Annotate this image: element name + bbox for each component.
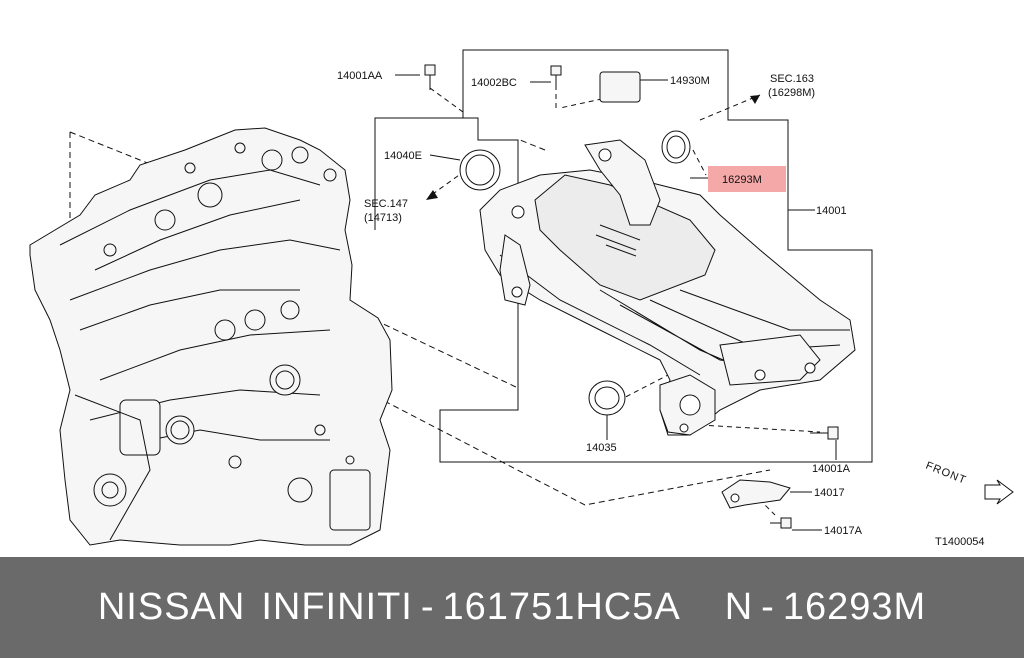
brand-nissan: NISSAN bbox=[97, 586, 246, 628]
dash-separator-2: - bbox=[761, 586, 775, 628]
fasteners bbox=[424, 64, 839, 529]
brand-infiniti: INFINITI bbox=[261, 586, 413, 628]
intake-manifold bbox=[479, 139, 856, 436]
front-arrow-icon bbox=[984, 479, 1014, 505]
intake-manifold-diagram: FRONT 14001AA 14002BC 14930M SEC.163 (16… bbox=[29, 49, 1014, 548]
label-14002BC: 14002BC bbox=[471, 77, 517, 89]
highlight-16293M bbox=[708, 166, 786, 192]
front-label: FRONT bbox=[924, 460, 968, 487]
front-indicator: FRONT bbox=[924, 460, 1014, 505]
gaskets bbox=[459, 130, 691, 416]
label-sec163-ref: (16298M) bbox=[768, 87, 815, 99]
sec163-arrow bbox=[750, 95, 760, 104]
label-14017: 14017 bbox=[814, 487, 845, 499]
label-14017A: 14017A bbox=[824, 525, 863, 537]
label-14001A: 14001A bbox=[812, 463, 851, 475]
label-14001: 14001 bbox=[816, 205, 847, 217]
label-sec147-ref: (14713) bbox=[364, 212, 402, 224]
label-16293M: 16293M bbox=[722, 174, 762, 186]
label-sec163: SEC.163 bbox=[770, 73, 814, 85]
n-label: N bbox=[724, 586, 754, 628]
group-frame bbox=[374, 49, 873, 463]
sec147-arrow bbox=[426, 190, 438, 200]
label-14035: 14035 bbox=[586, 442, 617, 454]
part-number: 161751HC5A bbox=[442, 586, 681, 628]
diagram-id: T1400054 bbox=[935, 536, 985, 548]
label-14930M: 14930M bbox=[670, 75, 710, 87]
reference-number: 16293M bbox=[782, 586, 927, 628]
label-sec147: SEC.147 bbox=[364, 198, 408, 210]
callout-lines bbox=[395, 74, 837, 531]
engine-block bbox=[29, 127, 393, 546]
label-14040E: 14040E bbox=[384, 150, 422, 162]
label-14001AA: 14001AA bbox=[337, 70, 383, 82]
dash-separator: - bbox=[420, 586, 435, 628]
